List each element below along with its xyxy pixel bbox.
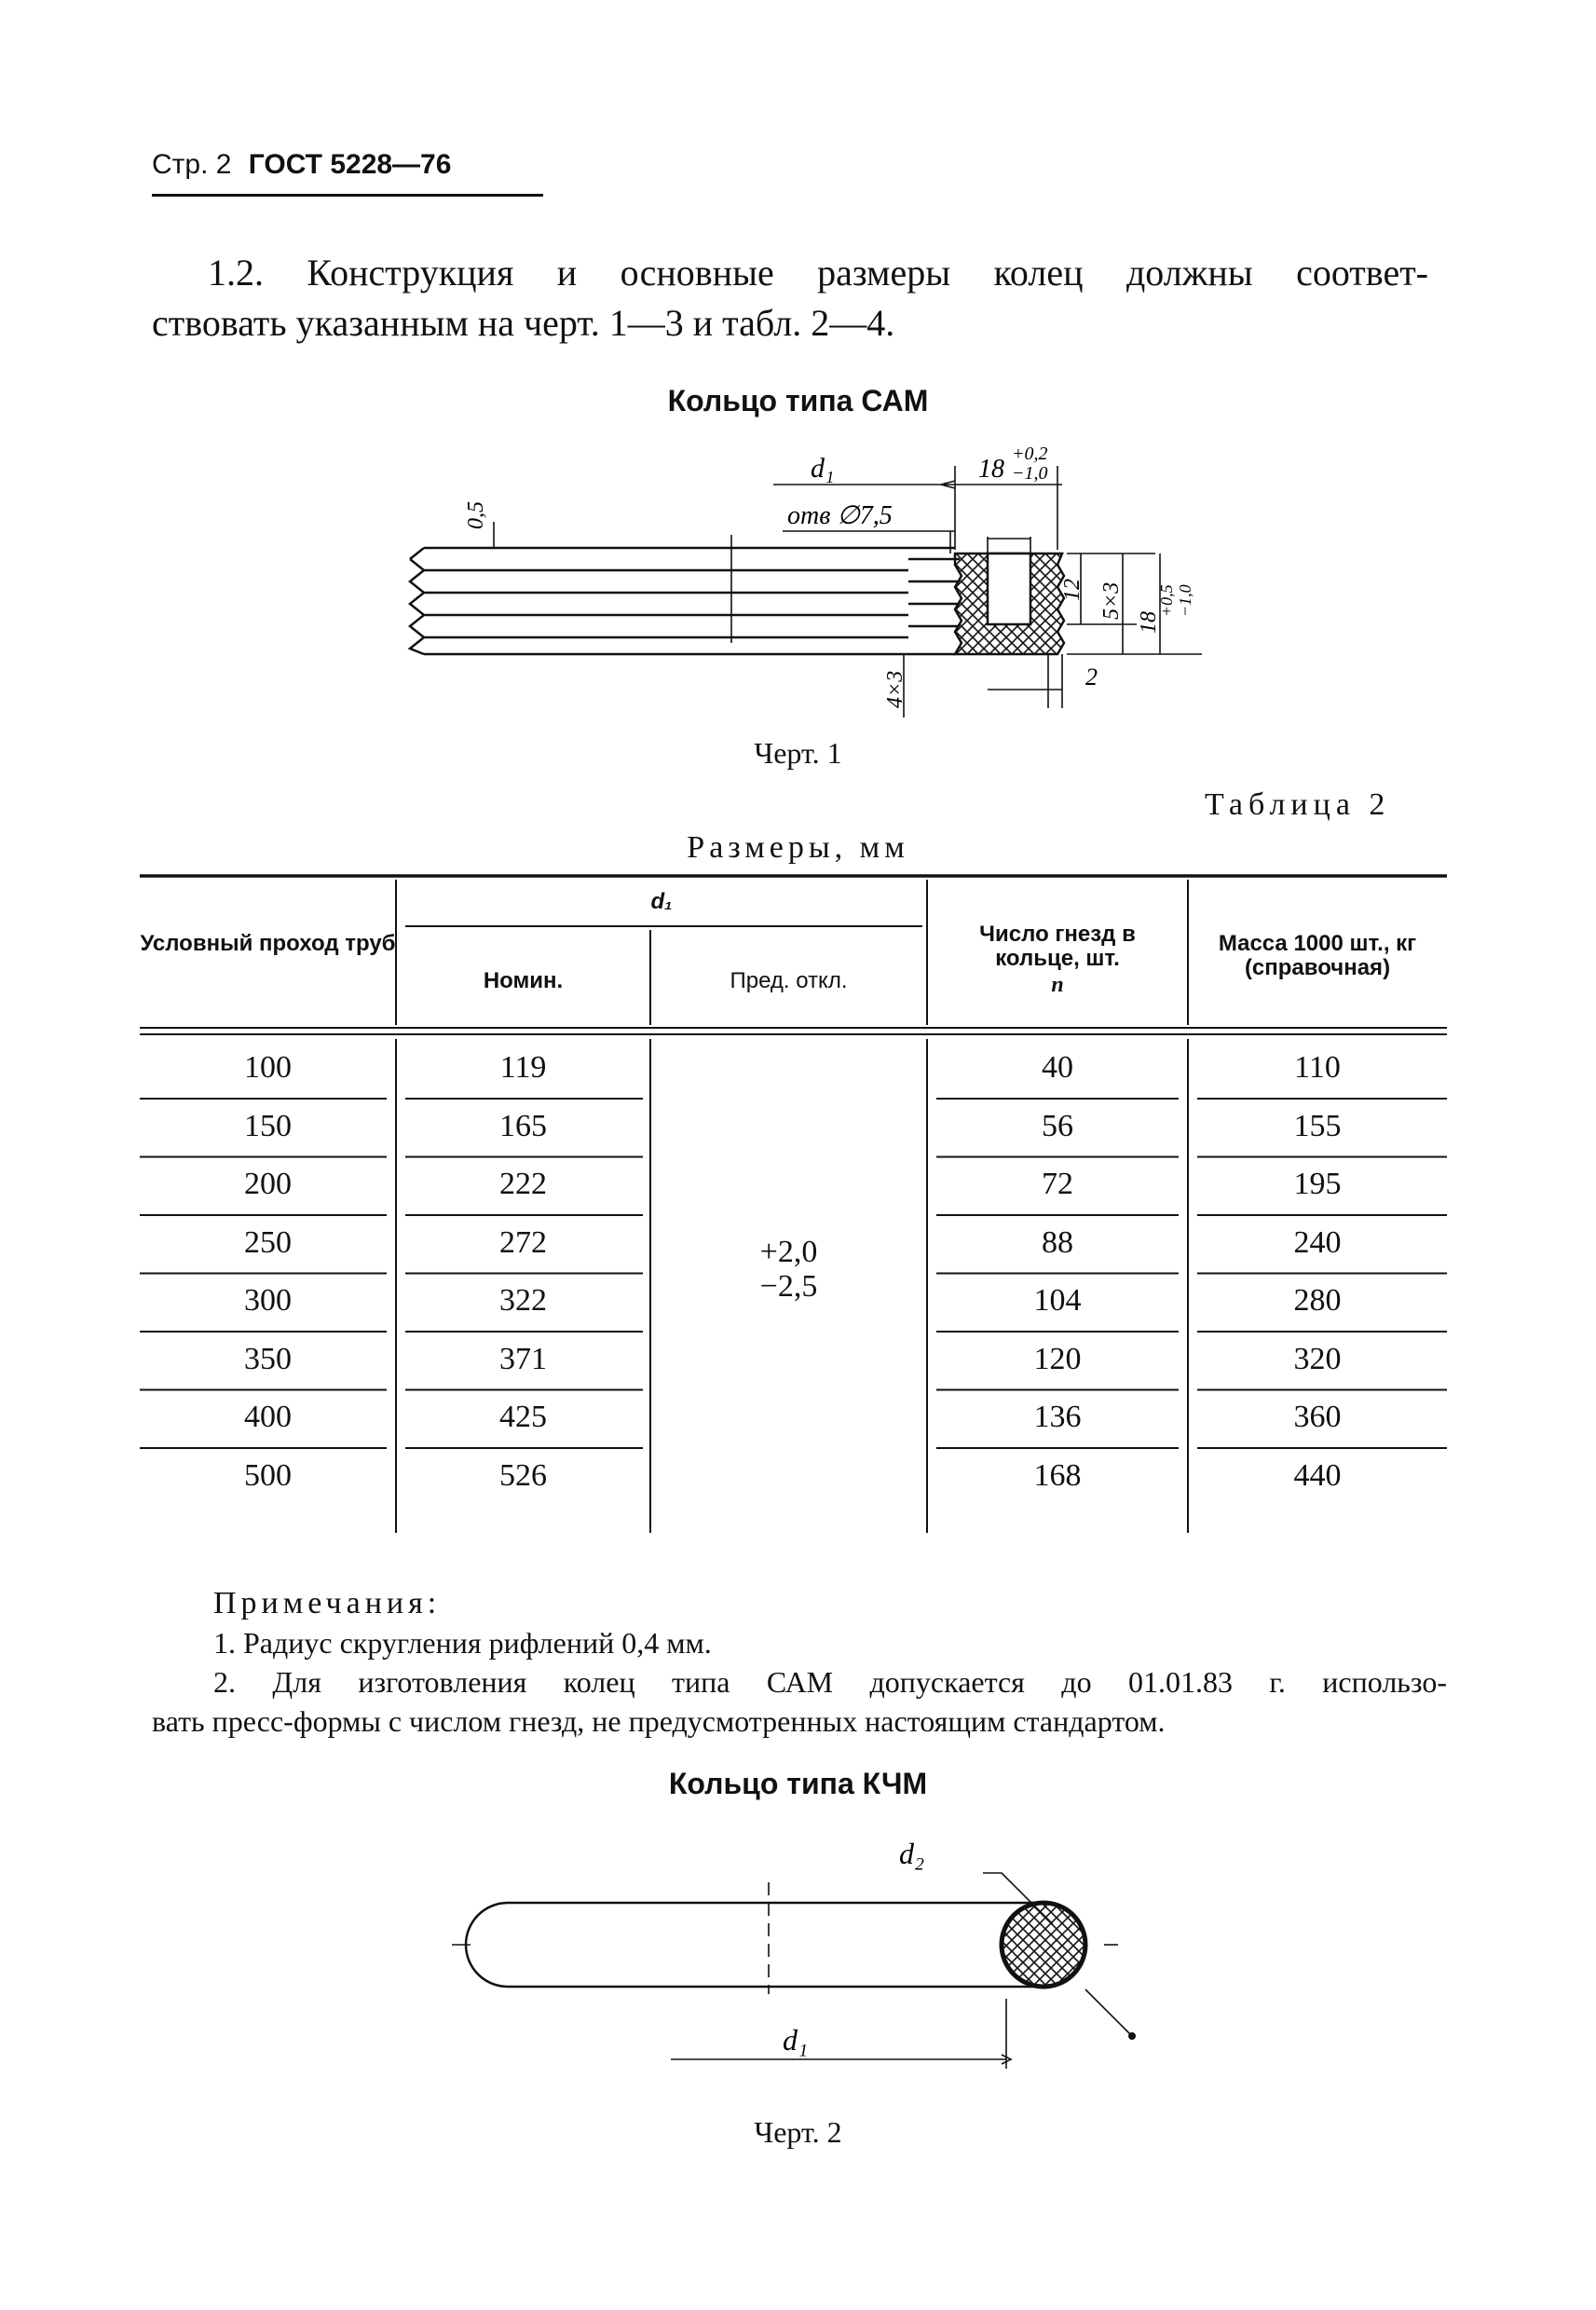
cell-passage: 350 <box>244 1341 292 1376</box>
cell-count: 104 <box>1033 1283 1082 1318</box>
cell-passage: 100 <box>244 1050 292 1085</box>
cell-nominal: 371 <box>499 1341 547 1376</box>
cell-nominal: 222 <box>499 1167 547 1201</box>
cell-mass: 155 <box>1293 1108 1342 1143</box>
cell-count: 120 <box>1033 1341 1082 1376</box>
kchm-section <box>999 1900 1088 1989</box>
cell-mass: 280 <box>1293 1283 1342 1318</box>
cell-mass: 110 <box>1294 1050 1341 1085</box>
note-2-line-1: 2. Для изготовления колец типа САМ допус… <box>213 1665 1447 1699</box>
sam-dim-2: 2 <box>1085 663 1098 690</box>
sam-dim-18-dn: −1,0 <box>1176 584 1194 617</box>
cell-mass: 440 <box>1293 1457 1342 1493</box>
kchm-drawing: d₂ d₁ <box>452 1837 1136 2069</box>
cell-passage: 150 <box>244 1108 292 1143</box>
sam-dim-5x3: 5×3 <box>1099 582 1124 620</box>
table-caption: Размеры, мм <box>687 830 909 865</box>
intro-paragraph: 1.2. Конструкция и основные размеры коле… <box>152 248 1428 349</box>
page-header: Стр. 2 ГОСТ 5228—76 <box>152 149 451 181</box>
cell-passage: 250 <box>244 1224 292 1260</box>
deviation-up: +2,0 <box>759 1235 818 1269</box>
cell-nominal: 272 <box>499 1224 547 1260</box>
cell-mass: 360 <box>1293 1400 1342 1434</box>
note-2-line-2: вать пресс-формы с числом гнезд, не пред… <box>152 1704 1166 1738</box>
figure-2-caption: Черт. 2 <box>754 2115 842 2149</box>
sam-tol-dn: −1,0 <box>1012 463 1048 484</box>
cell-count: 56 <box>1042 1108 1073 1143</box>
kchm-d1-label: d₁ <box>783 2023 808 2057</box>
cell-passage: 200 <box>244 1167 292 1201</box>
sam-dim-4x3: 4×3 <box>883 671 907 708</box>
cell-count: 72 <box>1042 1167 1073 1201</box>
cell-nominal: 322 <box>499 1283 547 1318</box>
note-1: 1. Радиус скругления рифлений 0,4 мм. <box>213 1626 712 1660</box>
header-passage: Условный проход труб <box>140 931 396 956</box>
cell-count: 168 <box>1033 1457 1082 1493</box>
notes-heading: Примечания: <box>213 1586 442 1620</box>
cell-passage: 400 <box>244 1400 292 1434</box>
cell-nominal: 119 <box>499 1050 547 1085</box>
cell-mass: 195 <box>1293 1167 1342 1201</box>
kchm-d2-label: d₂ <box>899 1837 924 1870</box>
cell-count: 88 <box>1042 1224 1073 1260</box>
figure-1-caption: Черт. 1 <box>754 736 842 770</box>
sam-tol-up: +0,2 <box>1012 444 1048 464</box>
cell-passage: 300 <box>244 1283 292 1318</box>
header-nominal: Номин. <box>483 968 564 993</box>
cell-nominal: 165 <box>499 1108 547 1143</box>
page-number: Стр. 2 <box>152 149 232 180</box>
standard-code: ГОСТ 5228—76 <box>248 149 452 180</box>
intro-line-1: 1.2. Конструкция и основные размеры коле… <box>208 252 1428 294</box>
cell-mass: 240 <box>1293 1224 1342 1260</box>
sam-title: Кольцо типа САМ <box>667 384 929 417</box>
kchm-title: Кольцо типа КЧМ <box>668 1767 928 1800</box>
cell-passage: 500 <box>244 1457 292 1493</box>
table-grid <box>140 874 1447 1533</box>
sam-tol-label: 18 <box>978 455 1004 484</box>
sam-dim-12: 12 <box>1060 579 1084 601</box>
sam-dim-05: 0,5 <box>464 501 488 529</box>
cell-nominal: 425 <box>499 1400 547 1434</box>
cell-mass: 320 <box>1293 1341 1342 1376</box>
cell-nominal: 526 <box>499 1457 547 1493</box>
sam-dim-18: 18 <box>1137 611 1161 634</box>
header-rule <box>152 194 543 197</box>
deviation-down: −2,5 <box>759 1269 818 1304</box>
intro-line-2: ствовать указанным на черт. 1—3 и табл. … <box>152 302 895 344</box>
header-mass: Масса 1000 шт., кг (справочная) <box>1218 931 1417 980</box>
cell-count: 136 <box>1033 1400 1082 1434</box>
notes: Примечания: 1. Радиус скругления рифлени… <box>152 1584 1447 1741</box>
header-count: Число гнезд в кольце, шт. <box>979 922 1136 971</box>
header-deviation: Пред. откл. <box>730 968 848 993</box>
cell-count: 40 <box>1042 1050 1073 1085</box>
sam-dim-18-up: +0,5 <box>1157 584 1176 617</box>
header-count-symbol: n <box>1051 973 1064 997</box>
sam-d1-label: d₁ <box>811 453 834 484</box>
sam-hole-label: отв ∅7,5 <box>787 501 893 530</box>
sam-drawing: d₁ 18 +0,2 −1,0 отв ∅7,5 0,5 12 5×3 18 +… <box>407 444 1202 718</box>
header-d1: d₁ <box>650 889 673 914</box>
table-label: Таблица 2 <box>1205 787 1391 822</box>
